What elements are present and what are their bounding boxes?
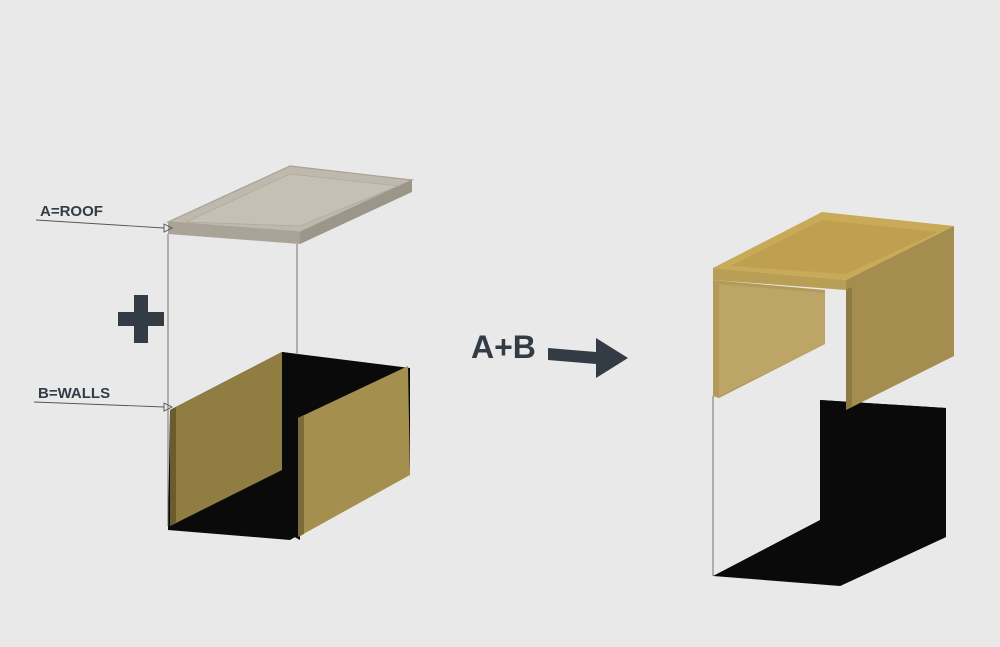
result-roof-front: [713, 268, 846, 290]
roof-inner-rim: [185, 173, 399, 227]
walls-inner-back: [282, 352, 410, 540]
walls-leader-arrow-icon: [163, 402, 174, 412]
plus-icon: [118, 295, 164, 343]
roof-model: [165, 165, 415, 244]
result-shadow-back: [820, 400, 946, 586]
walls-left-panel: [170, 352, 282, 526]
roof-leader-line: [35, 219, 165, 229]
result-model: [712, 212, 954, 586]
plus-icon-vertical: [134, 295, 148, 343]
construction-lines: [167, 234, 298, 526]
roof-front-edge: [168, 222, 300, 244]
walls-left-panel-edge: [170, 407, 176, 526]
walls-right-panel-edge: [298, 415, 304, 537]
result-right-wall-face: [846, 287, 852, 410]
walls-label-group: B=WALLS: [33, 385, 174, 412]
result-left-wall-inner: [719, 284, 825, 396]
result-right-wall: [846, 226, 954, 410]
roof-leader-arrow-icon: [163, 223, 174, 233]
roof-side-edge: [300, 180, 412, 244]
arrow-right-icon: [548, 338, 628, 378]
roof-label: A=ROOF: [40, 203, 103, 220]
walls-model: [168, 352, 410, 540]
walls-label: B=WALLS: [38, 385, 110, 402]
walls-leader-line: [33, 401, 165, 408]
combine-operator: A+B: [471, 329, 628, 378]
combine-label: A+B: [471, 329, 536, 365]
walls-right-panel: [298, 366, 410, 537]
roof-label-group: A=ROOF: [35, 203, 174, 233]
result-roof-top-inner: [730, 220, 938, 274]
